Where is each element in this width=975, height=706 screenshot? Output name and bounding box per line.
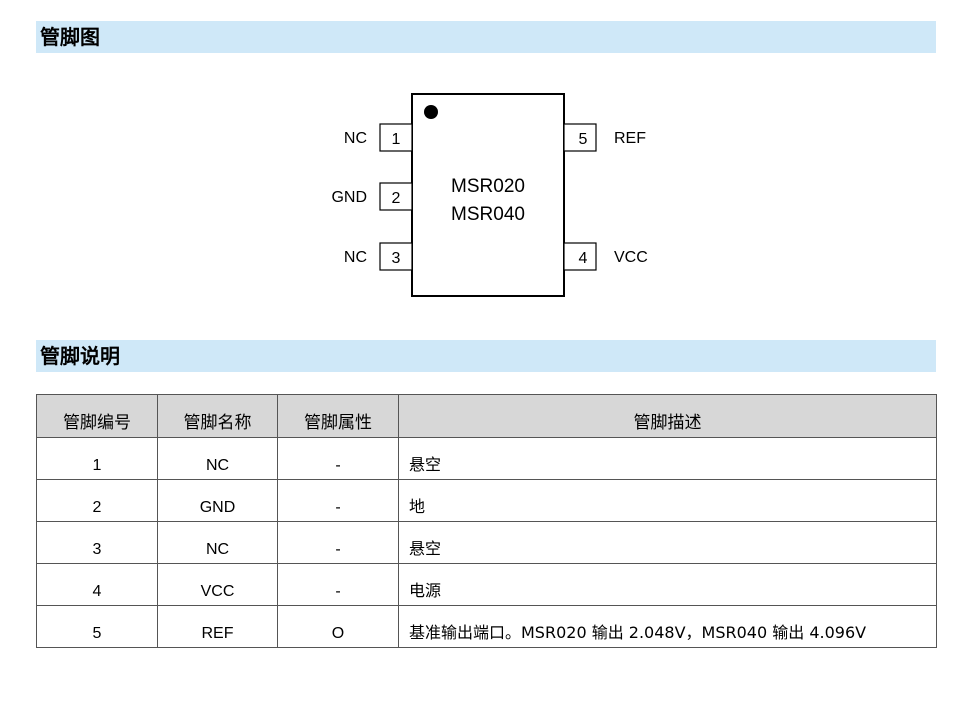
- pin-label-1: NC: [344, 130, 367, 147]
- cell-pin-name: GND: [157, 479, 278, 522]
- cell-pin-name: VCC: [157, 563, 278, 606]
- pin-number-5: 5: [579, 131, 588, 148]
- cell-pin-description: 悬空: [398, 521, 937, 564]
- cell-pin-attribute: -: [277, 521, 399, 564]
- cell-pin-number: 1: [36, 437, 158, 480]
- cell-pin-number: 5: [36, 605, 158, 648]
- pin-label-3: NC: [344, 249, 367, 266]
- table-row: 4 VCC - 电源: [36, 563, 937, 606]
- table-row: 2 GND - 地: [36, 479, 937, 522]
- pin-box-4: [563, 242, 597, 271]
- header-pin-number: 管脚编号: [36, 394, 158, 438]
- pin-box-5: [563, 123, 597, 152]
- pin-description-table: 管脚编号 管脚名称 管脚属性 管脚描述 1 NC - 悬空 2 GND - 地 …: [36, 394, 937, 648]
- chip-body: [411, 93, 565, 297]
- header-pin-attribute: 管脚属性: [277, 394, 399, 438]
- pin-box-1: [379, 123, 413, 152]
- pin-number-3: 3: [392, 250, 401, 267]
- cell-pin-name: REF: [157, 605, 278, 648]
- pin-box-2: [379, 182, 413, 211]
- cell-pin-description: 基准输出端口。MSR020 输出 2.048V，MSR040 输出 4.096V: [398, 605, 937, 648]
- table-row: 5 REF O 基准输出端口。MSR020 输出 2.048V，MSR040 输…: [36, 605, 937, 648]
- cell-pin-attribute: -: [277, 479, 399, 522]
- pin1-marker-dot: [424, 105, 438, 119]
- chip-model-1: MSR020: [451, 176, 525, 197]
- pin-label-4: VCC: [614, 249, 648, 266]
- header-pin-name: 管脚名称: [157, 394, 278, 438]
- table-header-row: 管脚编号 管脚名称 管脚属性 管脚描述: [36, 394, 937, 438]
- cell-pin-attribute: O: [277, 605, 399, 648]
- table-row: 1 NC - 悬空: [36, 437, 937, 480]
- cell-pin-description: 电源: [398, 563, 937, 606]
- pin-label-5: REF: [614, 130, 646, 147]
- header-pin-description: 管脚描述: [398, 394, 937, 438]
- cell-pin-number: 2: [36, 479, 158, 522]
- cell-pin-name: NC: [157, 521, 278, 564]
- cell-pin-number: 4: [36, 563, 158, 606]
- section-title-pin-diagram: 管脚图: [36, 21, 936, 53]
- cell-pin-name: NC: [157, 437, 278, 480]
- table-row: 3 NC - 悬空: [36, 521, 937, 564]
- cell-pin-description: 地: [398, 479, 937, 522]
- pin-number-1: 1: [392, 131, 401, 148]
- pin-diagram: MSR020 MSR040 1 NC 2 GND 3 NC 4 VCC 5 RE…: [331, 93, 648, 297]
- pin-box-3: [379, 242, 413, 271]
- cell-pin-attribute: -: [277, 437, 399, 480]
- cell-pin-description: 悬空: [398, 437, 937, 480]
- cell-pin-number: 3: [36, 521, 158, 564]
- cell-pin-attribute: -: [277, 563, 399, 606]
- pin-label-2: GND: [331, 189, 367, 206]
- pin-number-4: 4: [579, 250, 588, 267]
- pin-number-2: 2: [392, 190, 401, 207]
- section-title-pin-description: 管脚说明: [36, 340, 936, 372]
- chip-model-2: MSR040: [451, 204, 525, 225]
